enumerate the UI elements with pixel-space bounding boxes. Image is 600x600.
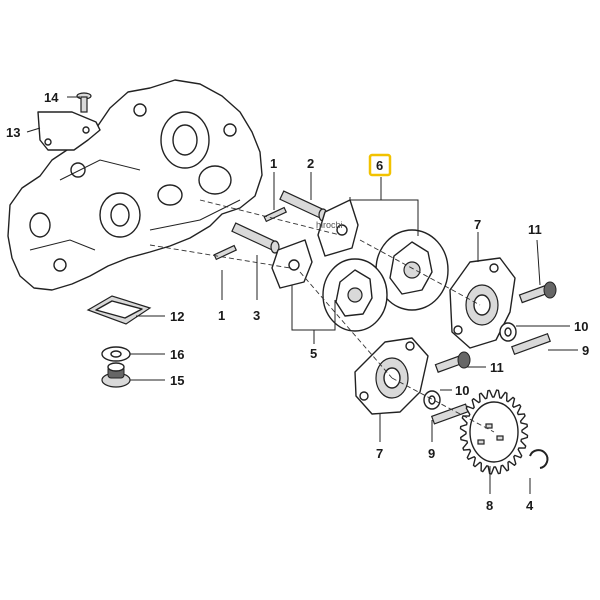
- callout-4: 4: [526, 498, 534, 513]
- gasket-12: [86, 295, 152, 325]
- pump-housing-7-upper: [449, 257, 516, 349]
- callout-13: 13: [6, 125, 20, 140]
- watermark: hirochi: [316, 220, 343, 230]
- callout-1-upper: 1: [270, 156, 277, 171]
- assembly-axes: [149, 199, 495, 433]
- inner-rotor-5: [271, 239, 313, 289]
- bolt-11-lower: [434, 351, 471, 373]
- callout-8: 8: [486, 498, 493, 513]
- callout-11-lower: 11: [490, 360, 504, 375]
- engine-case: [7, 79, 263, 291]
- callout-1-lower: 1: [218, 308, 225, 323]
- callout-7-lower: 7: [376, 446, 383, 461]
- callout-10-lower: 10: [455, 383, 469, 398]
- outer-rotor-5: [322, 258, 388, 332]
- callouts: 14 13 1 2 6 7 11 12 1 3 10 9 16 15 5 11 …: [6, 90, 589, 513]
- washer-10-upper: [499, 322, 517, 342]
- leader-lines: [26, 96, 578, 494]
- callout-11-upper: 11: [528, 222, 542, 237]
- callout-6: 6: [376, 158, 383, 173]
- callout-2: 2: [307, 156, 314, 171]
- callout-7-upper: 7: [474, 217, 481, 232]
- washer-10-lower: [423, 390, 441, 410]
- callout-10-upper: 10: [574, 319, 588, 334]
- plug-15: [101, 362, 131, 388]
- cover-plate: [37, 111, 101, 151]
- bolt-11-upper: [518, 281, 557, 304]
- pump-housing-7-lower: [354, 337, 429, 415]
- washer-16: [101, 346, 131, 362]
- pin-9-upper: [511, 332, 551, 356]
- callout-5: 5: [310, 346, 317, 361]
- circlip-4: [529, 449, 549, 469]
- pin-1-lower: [213, 244, 238, 261]
- shaft-2: [279, 190, 328, 222]
- callout-6-highlight: [368, 153, 392, 177]
- screw-14: [76, 92, 92, 113]
- callout-12: 12: [170, 309, 184, 324]
- callout-9-lower: 9: [428, 446, 435, 461]
- callout-16: 16: [170, 347, 184, 362]
- callout-14: 14: [44, 90, 59, 105]
- callout-3: 3: [253, 308, 260, 323]
- callout-9-upper: 9: [582, 343, 589, 358]
- pin-1-upper: [263, 206, 288, 223]
- callout-15: 15: [170, 373, 184, 388]
- shaft-3: [231, 222, 280, 254]
